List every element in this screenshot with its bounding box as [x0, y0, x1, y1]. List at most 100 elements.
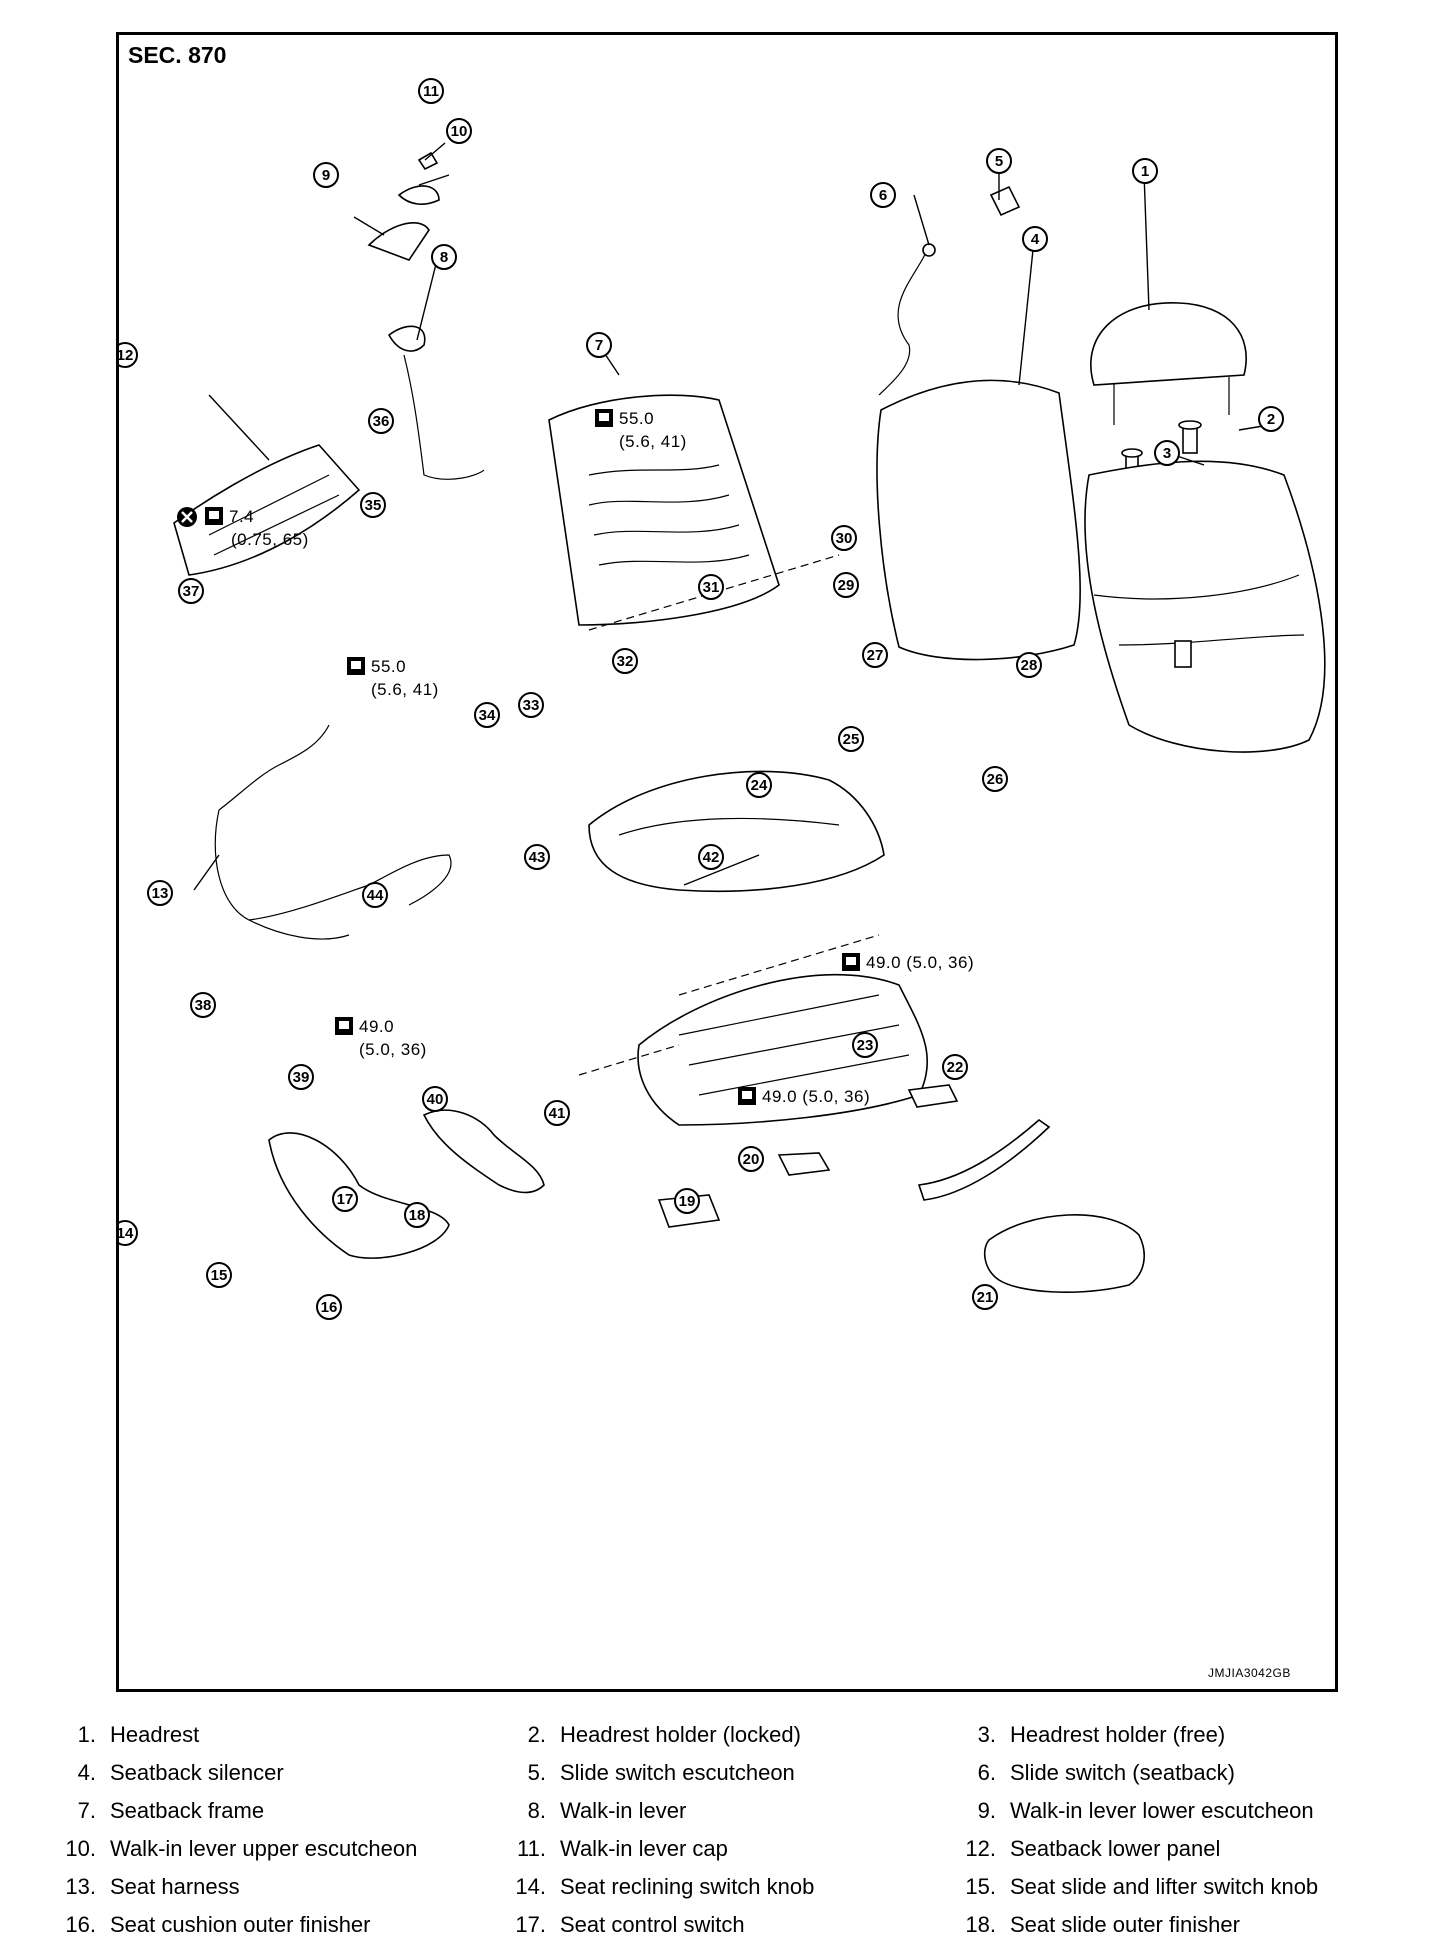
callout-22: 22 — [942, 1054, 968, 1080]
seatback-frame-part — [548, 394, 840, 631]
callout-10: 10 — [446, 118, 472, 144]
svg-text:22: 22 — [947, 1059, 964, 1076]
seat-slide-outer-finisher-part — [422, 1109, 545, 1194]
svg-text:40: 40 — [427, 1091, 444, 1108]
svg-text:29: 29 — [838, 577, 855, 594]
svg-text:5: 5 — [995, 153, 1003, 170]
svg-text:(5.6, 41): (5.6, 41) — [619, 432, 687, 451]
svg-text:38: 38 — [195, 997, 212, 1014]
image-code: JMJIA3042GB — [1208, 1666, 1291, 1680]
headrest-holder-parts — [1121, 420, 1202, 478]
callout-13: 13 — [147, 880, 173, 906]
svg-text:8: 8 — [440, 249, 448, 266]
callout-16: 16 — [316, 1294, 342, 1320]
svg-text:49.0 (5.0, 36): 49.0 (5.0, 36) — [762, 1087, 870, 1106]
svg-text:16: 16 — [321, 1299, 338, 1316]
svg-text:32: 32 — [617, 653, 634, 670]
svg-text:9: 9 — [322, 167, 330, 184]
svg-text:23: 23 — [857, 1037, 874, 1054]
svg-text:30: 30 — [836, 530, 853, 547]
svg-text:14: 14 — [119, 1225, 134, 1242]
svg-text:39: 39 — [293, 1069, 310, 1086]
svg-text:(5.6, 41): (5.6, 41) — [371, 680, 439, 699]
torque-spec-1: 55.0 (5.6, 41) — [595, 409, 687, 451]
svg-text:17: 17 — [337, 1191, 354, 1208]
callout-4: 4 — [1022, 226, 1048, 252]
callout-18: 18 — [404, 1202, 430, 1228]
torque-spec-4: 49.0 (5.0, 36) — [842, 953, 974, 972]
callout-42: 42 — [698, 844, 724, 870]
svg-text:55.0: 55.0 — [371, 657, 406, 676]
seat-cushion-frame-part — [578, 934, 928, 1126]
svg-text:26: 26 — [987, 771, 1004, 788]
torque-specs: 55.0 (5.6, 41) 7.4 (0.75, 65) 55.0 (5.6,… — [177, 409, 974, 1106]
callout-markers: 1 2 3 4 5 6 7 8 9 10 11 12 13 14 15 16 1… — [119, 78, 1284, 1320]
callout-14: 14 — [119, 1220, 138, 1246]
seatback-cover — [1084, 460, 1326, 753]
svg-text:41: 41 — [549, 1105, 566, 1122]
callout-43: 43 — [524, 844, 550, 870]
svg-text:3: 3 — [1163, 445, 1171, 462]
svg-text:24: 24 — [751, 777, 768, 794]
svg-text:7.4: 7.4 — [229, 507, 254, 526]
callout-36: 36 — [368, 408, 394, 434]
svg-text:6: 6 — [879, 187, 887, 204]
walk-in-lever-parts — [367, 151, 485, 480]
exploded-seat-diagram: 1 2 3 4 5 6 7 8 9 10 11 12 13 14 15 16 1… — [119, 78, 1326, 1320]
svg-text:2: 2 — [1267, 411, 1275, 428]
slide-switch-parts — [878, 185, 1021, 396]
callout-8: 8 — [431, 244, 457, 270]
callout-19: 19 — [674, 1188, 700, 1214]
svg-text:11: 11 — [423, 83, 439, 100]
svg-text:36: 36 — [373, 413, 390, 430]
seatback-lower-panel-part — [173, 444, 361, 576]
svg-text:43: 43 — [529, 849, 546, 866]
callout-31: 31 — [698, 574, 724, 600]
svg-text:13: 13 — [152, 885, 169, 902]
callout-33: 33 — [518, 692, 544, 718]
seat-harness-part — [214, 724, 452, 940]
callout-21: 21 — [972, 1284, 998, 1310]
callout-30: 30 — [831, 525, 857, 551]
leader-lines — [193, 142, 1270, 891]
callout-40: 40 — [422, 1086, 448, 1112]
torque-spec-5: 49.0 (5.0, 36) — [335, 1017, 427, 1059]
torque-spec-3: 55.0 (5.6, 41) — [347, 657, 439, 699]
callout-9: 9 — [313, 162, 339, 188]
callout-28: 28 — [1016, 652, 1042, 678]
callout-15: 15 — [206, 1262, 232, 1288]
callout-44: 44 — [362, 882, 388, 908]
svg-text:4: 4 — [1031, 231, 1040, 248]
svg-text:18: 18 — [409, 1207, 426, 1224]
svg-text:(5.0, 36): (5.0, 36) — [359, 1040, 427, 1059]
svg-text:(0.75, 65): (0.75, 65) — [231, 530, 309, 549]
callout-11: 11 — [418, 78, 444, 104]
callout-27: 27 — [862, 642, 888, 668]
svg-text:7: 7 — [595, 337, 603, 354]
seat-cushion-outer-finisher-part — [268, 1132, 450, 1259]
callout-24: 24 — [746, 772, 772, 798]
torque-spec-2: 7.4 (0.75, 65) — [177, 507, 309, 549]
callout-34: 34 — [474, 702, 500, 728]
svg-text:10: 10 — [451, 123, 468, 140]
callout-41: 41 — [544, 1100, 570, 1126]
svg-text:28: 28 — [1021, 657, 1038, 674]
svg-text:21: 21 — [977, 1289, 994, 1306]
headrest-part — [1090, 302, 1247, 425]
callout-17: 17 — [332, 1186, 358, 1212]
callout-37: 37 — [178, 578, 204, 604]
callout-38: 38 — [190, 992, 216, 1018]
svg-text:25: 25 — [843, 731, 860, 748]
callout-29: 29 — [833, 572, 859, 598]
svg-text:1: 1 — [1141, 163, 1149, 180]
svg-text:19: 19 — [679, 1193, 696, 1210]
svg-text:49.0: 49.0 — [359, 1017, 394, 1036]
svg-text:31: 31 — [703, 579, 720, 596]
callout-7: 7 — [586, 332, 612, 358]
callout-26: 26 — [982, 766, 1008, 792]
callout-5: 5 — [986, 148, 1012, 174]
callout-1: 1 — [1132, 158, 1158, 184]
svg-text:12: 12 — [119, 347, 133, 364]
svg-text:49.0 (5.0, 36): 49.0 (5.0, 36) — [866, 953, 974, 972]
callout-12: 12 — [119, 342, 138, 368]
